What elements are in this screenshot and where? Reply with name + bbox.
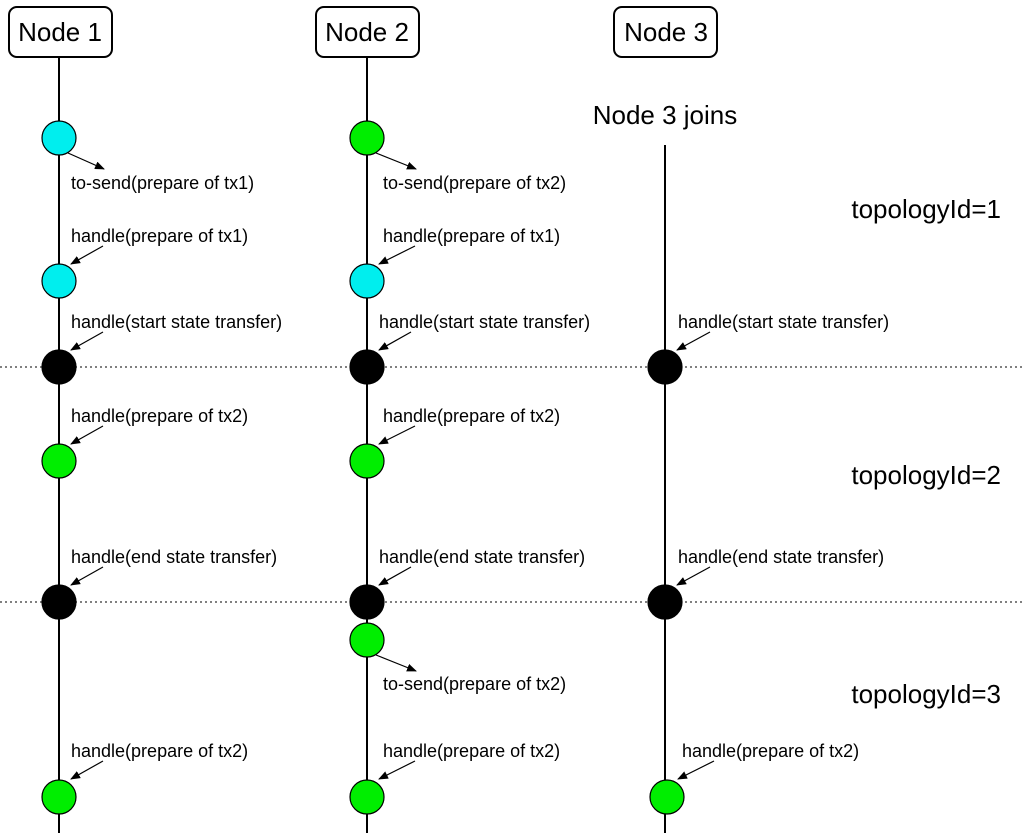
event-dot-black [647,584,683,620]
event-dot-cyan [41,120,77,156]
incoming-arrow [70,566,104,586]
incoming-arrow [70,760,104,780]
topology-label-2: topologyId=2 [851,460,1001,490]
incoming-arrow [70,425,104,445]
node-3-header: Node 3 [613,6,718,58]
incoming-arrow [378,331,412,351]
event-4: handle(start state transfer) [41,312,282,385]
node-1-label: Node 1 [18,17,102,47]
event-label: to-send(prepare of tx2) [383,173,566,193]
event-11: handle(end state transfer) [647,547,884,620]
incoming-arrow [70,331,104,351]
event-dot-green [349,779,385,815]
event-6: handle(start state transfer) [647,312,889,385]
event-dot-green [649,779,685,815]
event-label: handle(start state transfer) [379,312,590,332]
incoming-arrow [676,331,711,351]
incoming-arrow [378,425,416,445]
event-dot-green [349,443,385,479]
incoming-arrow [70,245,104,265]
node-3-joins-label: Node 3 joins [593,100,738,130]
event-1: to-send(prepare of tx2) [349,120,566,193]
event-8: handle(prepare of tx2) [349,406,560,479]
outgoing-arrow [67,152,105,170]
event-label: handle(end state transfer) [71,547,277,567]
event-15: handle(prepare of tx2) [649,741,859,815]
event-dot-green [349,622,385,658]
node-2-label: Node 2 [325,17,409,47]
event-dot-green [349,120,385,156]
incoming-arrow [378,760,416,780]
event-5: handle(start state transfer) [349,312,590,385]
event-dot-black [41,584,77,620]
event-10: handle(end state transfer) [349,547,585,620]
event-label: handle(end state transfer) [678,547,884,567]
node-2-header: Node 2 [315,6,420,58]
event-dot-green [41,779,77,815]
event-dot-green [41,443,77,479]
incoming-arrow [676,566,711,586]
incoming-arrow [378,245,416,265]
event-label: handle(prepare of tx2) [383,406,560,426]
incoming-arrow [378,566,412,586]
event-dot-black [349,349,385,385]
event-13: handle(prepare of tx2) [41,741,248,815]
event-12: to-send(prepare of tx2) [349,622,566,694]
event-dot-black [647,349,683,385]
outgoing-arrow [375,654,417,672]
node-1-header: Node 1 [8,6,113,58]
event-label: handle(end state transfer) [379,547,585,567]
event-label: to-send(prepare of tx1) [71,173,254,193]
event-7: handle(prepare of tx2) [41,406,248,479]
event-2: handle(prepare of tx1) [41,226,248,299]
event-label: handle(prepare of tx2) [71,741,248,761]
event-0: to-send(prepare of tx1) [41,120,254,193]
event-dot-black [41,349,77,385]
event-dot-cyan [349,263,385,299]
event-label: handle(start state transfer) [71,312,282,332]
event-label: handle(prepare of tx2) [71,406,248,426]
event-label: handle(prepare of tx2) [682,741,859,761]
incoming-arrow [677,760,715,780]
event-3: handle(prepare of tx1) [349,226,560,299]
event-dot-cyan [41,263,77,299]
event-14: handle(prepare of tx2) [349,741,560,815]
topology-label-1: topologyId=1 [851,194,1001,224]
event-label: handle(prepare of tx1) [71,226,248,246]
event-label: handle(prepare of tx1) [383,226,560,246]
topology-label-3: topologyId=3 [851,679,1001,709]
event-9: handle(end state transfer) [41,547,277,620]
node-3-label: Node 3 [624,17,708,47]
event-label: handle(prepare of tx2) [383,741,560,761]
outgoing-arrow [375,152,417,170]
event-label: handle(start state transfer) [678,312,889,332]
event-label: to-send(prepare of tx2) [383,674,566,694]
event-dot-black [349,584,385,620]
